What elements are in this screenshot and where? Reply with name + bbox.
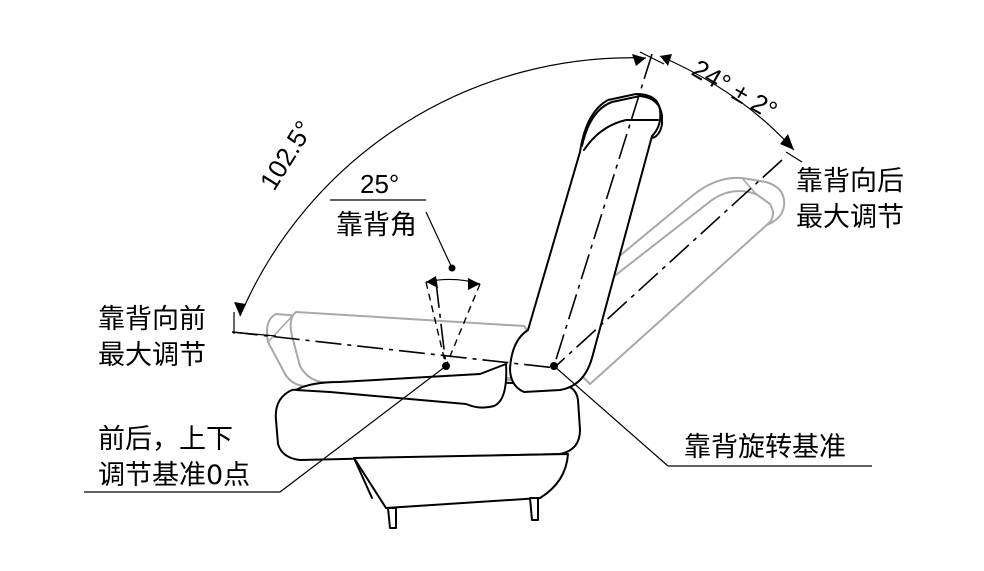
arrowhead-arc-start: [234, 302, 246, 316]
centerlines: [231, 53, 783, 369]
leader-lines: [84, 199, 872, 493]
arc-24: [659, 55, 795, 151]
zero-point-label-line2: 调节基准0点: [98, 460, 250, 491]
centerline-upright: [553, 53, 653, 367]
arrowhead-25-left: [426, 276, 438, 288]
arrowhead-25-right: [468, 278, 480, 290]
backrest-angle-label: 靠背角: [336, 210, 417, 241]
angle-range-label: 102.5°: [254, 115, 319, 195]
rear-max-label-line1: 靠背向后: [796, 166, 904, 197]
arrowhead-arc-end: [632, 54, 646, 66]
arrowheads: [234, 54, 794, 316]
arc-102-5: [239, 57, 647, 317]
dimension-arcs: [233, 51, 803, 367]
backrest-angle-value: 25°: [360, 169, 399, 199]
ghost-backrest-forward: [266, 311, 537, 388]
backrest-upright: [509, 93, 663, 393]
seat-base: [353, 453, 569, 529]
front-max-label-line2: 最大调节: [98, 340, 206, 371]
centerline-zero: [435, 281, 447, 367]
rear-max-label-line2: 最大调节: [796, 202, 904, 233]
seat-cushion-top: [295, 363, 508, 409]
arrowhead-24-start: [660, 54, 672, 66]
zero-point-label-line1: 前后，上下: [98, 424, 233, 455]
centerline-forward: [231, 331, 557, 369]
centerline-rear: [555, 159, 783, 367]
labels: 102.5° 25° 靠背角 24° ± 2° 靠背向后 最大调节 靠背向前 最…: [98, 53, 904, 491]
arrowhead-24-end: [780, 134, 794, 150]
front-max-label-line1: 靠背向前: [98, 304, 206, 335]
tolerance-angle-label: 24° ± 2°: [687, 53, 782, 125]
pivot-reference-label: 靠背旋转基准: [684, 432, 846, 463]
